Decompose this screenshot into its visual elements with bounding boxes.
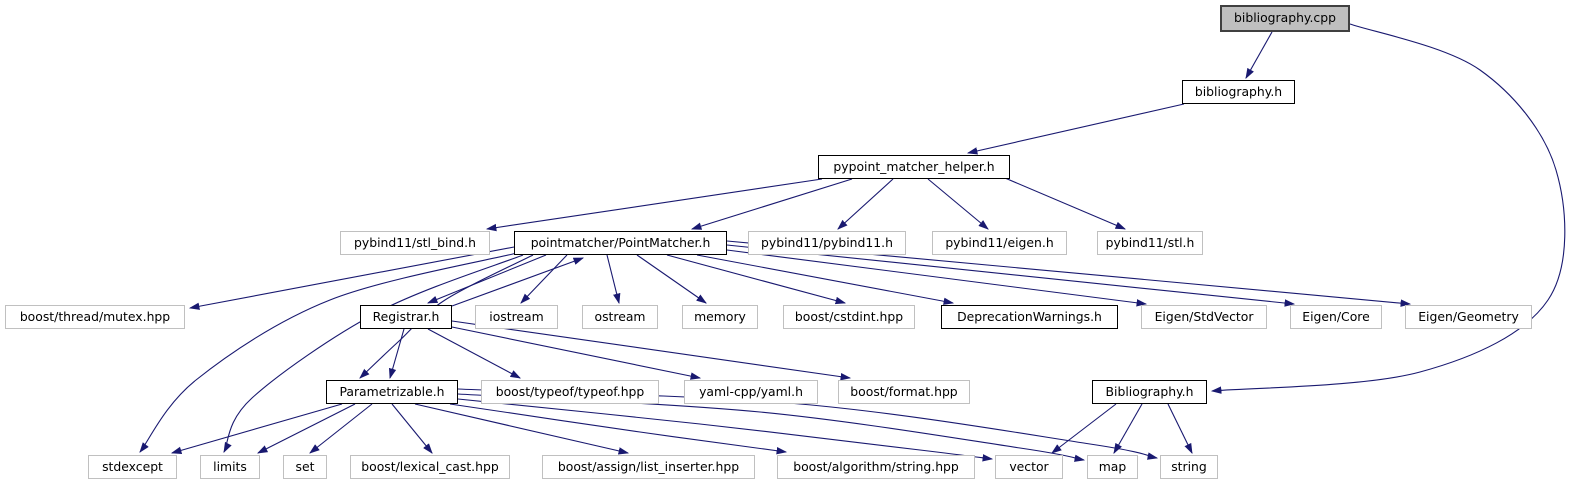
edge-pointmatcher-pointmatcher-h-to-boost-cstdint-hpp [666,254,847,305]
edge-pypoint-matcher-helper-h-to-pybind11-stl-bind-h [485,178,823,232]
node-pypoint-matcher-helper-h[interactable]: pypoint_matcher_helper.h [818,155,1010,179]
node-vector: vector [995,455,1063,479]
node-eigen-stdvector: Eigen/StdVector [1141,305,1267,329]
edge-pointmatcher-pointmatcher-h-to-boost-thread-mutex-hpp [188,246,515,310]
edge-pypoint-matcher-helper-h-to-pybind11-stl-h [1004,177,1127,230]
node-boost-algorithm-string-hpp: boost/algorithm/string.hpp [777,455,975,479]
edge-pointmatcher-pointmatcher-h-to-stdexcept [139,252,518,453]
node-memory: memory [682,305,758,329]
node-boost-lexical-cast-hpp: boost/lexical_cast.hpp [350,455,510,479]
edge-pointmatcher-pointmatcher-h-to-memory [636,254,707,304]
edge-registrar-h-to-boost-typeof-typeof-hpp [427,328,521,379]
edge-registrar-h-to-boost-format-hpp [451,320,852,381]
node-eigen-geometry: Eigen/Geometry [1405,305,1532,329]
node-boost-thread-mutex-hpp: boost/thread/mutex.hpp [5,305,185,329]
node-pointmatcher-pointmatcher-h[interactable]: pointmatcher/PointMatcher.h [514,231,727,255]
edge-bibliography-capital-h-to-vector [1051,403,1117,454]
node-bibliography-h[interactable]: bibliography.h [1182,80,1295,104]
edge-pointmatcher-pointmatcher-h-to-iostream [520,254,568,304]
node-string: string [1160,455,1218,479]
edge-parametrizable-h-to-stdexcept [170,403,343,454]
node-map: map [1087,455,1138,479]
edge-pointmatcher-pointmatcher-h-to-ostream [606,254,621,305]
edge-parametrizable-h-to-boost-lexical-cast-hpp [391,403,433,454]
edge-parametrizable-h-to-limits [257,403,356,454]
node-limits: limits [200,455,260,479]
edge-parametrizable-h-to-set [309,403,373,454]
node-set: set [283,455,327,479]
edge-registrar-h-to-yaml-cpp-yaml-h [451,326,702,380]
node-registrar-h[interactable]: Registrar.h [360,305,452,329]
edge-pointmatcher-pointmatcher-h-to-limits [223,254,524,453]
edge-pointmatcher-pointmatcher-h-to-deprecationwarnings-h [696,254,955,305]
edge-pointmatcher-pointmatcher-h-to-registrar-h [426,254,547,304]
edge-registrar-h-to-pointmatcher-pointmatcher-h [451,257,585,307]
node-pybind11-stl-bind-h: pybind11/stl_bind.h [340,231,490,255]
node-iostream: iostream [475,305,558,329]
node-pybind11-stl-h: pybind11/stl.h [1097,231,1203,255]
edge-parametrizable-h-to-vector [457,398,994,462]
node-yaml-cpp-yaml-h: yaml-cpp/yaml.h [684,380,818,404]
node-boost-cstdint-hpp: boost/cstdint.hpp [783,305,915,329]
edge-bibliography-cpp-to-bibliography-h [1245,31,1273,79]
edge-bibliography-capital-h-to-map [1113,403,1143,454]
edge-pypoint-matcher-helper-h-to-pybind11-eigen-h [927,178,989,230]
node-boost-assign-list-inserter-hpp: boost/assign/list_inserter.hpp [542,455,755,479]
edge-parametrizable-h-to-boost-algorithm-string-hpp [449,403,788,455]
edge-bibliography-cpp-to-bibliography-capital-h [1210,23,1566,394]
node-pybind11-pybind11-h: pybind11/pybind11.h [748,231,906,255]
edge-registrar-h-to-parametrizable-h [389,328,405,380]
edge-pypoint-matcher-helper-h-to-pointmatcher-pointmatcher-h [690,178,853,230]
node-ostream: ostream [582,305,658,329]
edge-parametrizable-h-to-boost-assign-list-inserter-hpp [414,403,630,455]
node-pybind11-eigen-h: pybind11/eigen.h [932,231,1067,255]
node-eigen-core: Eigen/Core [1290,305,1382,329]
node-stdexcept: stdexcept [88,455,177,479]
node-boost-format-hpp: boost/format.hpp [838,380,970,404]
node-boost-typeof-typeof-hpp: boost/typeof/typeof.hpp [481,380,659,404]
node-bibliography-capital-h[interactable]: Bibliography.h [1092,380,1207,404]
node-deprecationwarnings-h[interactable]: DeprecationWarnings.h [941,305,1118,329]
edge-bibliography-capital-h-to-string [1167,403,1193,454]
edge-pypoint-matcher-helper-h-to-pybind11-pybind11-h [837,178,894,230]
edge-bibliography-h-to-pypoint-matcher-helper-h [966,103,1185,155]
edge-pointmatcher-pointmatcher-h-to-eigen-stdvector [726,249,1148,307]
node-parametrizable-h[interactable]: Parametrizable.h [326,380,458,404]
node-bibliography-cpp: bibliography.cpp [1220,5,1350,32]
